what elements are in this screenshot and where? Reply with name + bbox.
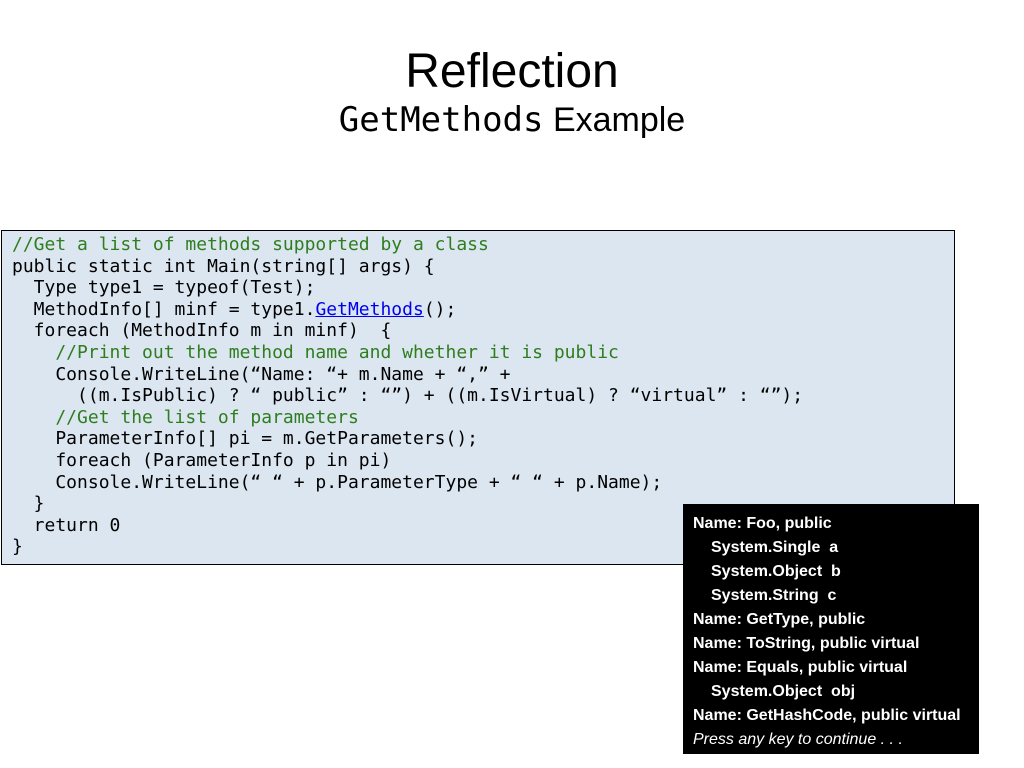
console-output: Name: Foo, public System.Single a System… (683, 504, 979, 754)
code-line: } (12, 493, 45, 515)
code-line: } (12, 536, 23, 558)
code-line: foreach (MethodInfo m in minf) { (12, 320, 392, 342)
output-line: System.Object b (711, 563, 841, 580)
slide-title: Reflection (405, 45, 619, 98)
code-line: Console.WriteLine(“ “ + p.ParameterType … (12, 471, 663, 493)
slide-subtitle: GetMethods Example (0, 100, 1024, 140)
subtitle-code: GetMethods (338, 100, 544, 140)
code-line: Console.WriteLine(“Name: “+ m.Name + “,”… (12, 363, 511, 385)
output-line: Name: GetType, public (693, 611, 866, 628)
code-line: foreach (ParameterInfo p in pi) (12, 449, 392, 471)
code-line-comment: //Print out the method name and whether … (12, 341, 619, 363)
code-block: //Get a list of methods supported by a c… (1, 230, 955, 565)
output-line: Name: Foo, public (693, 515, 832, 532)
subtitle-text: Example (552, 101, 686, 139)
code-line: MethodInfo[] minf = type1.GetMethods(); (12, 299, 954, 321)
code-line-suffix: (); (423, 298, 457, 320)
code-line: Type type1 = typeof(Test); (12, 277, 316, 299)
output-line: System.Single a (711, 539, 839, 556)
code-line: ((m.IsPublic) ? “ public” : “”) + ((m.Is… (12, 385, 804, 407)
code-line-comment: //Get the list of parameters (12, 406, 359, 428)
code-line: return 0 (12, 514, 121, 536)
output-line: System.Object obj (711, 683, 856, 700)
output-line: Name: ToString, public virtual (693, 635, 920, 652)
code-line-comment: //Get a list of methods supported by a c… (12, 234, 489, 255)
output-line: Name: GetHashCode, public virtual (693, 707, 961, 724)
code-line: ParameterInfo[] pi = m.GetParameters(); (12, 428, 478, 450)
output-prompt-line: Press any key to continue . . . (693, 731, 903, 748)
output-line: Name: Equals, public virtual (693, 659, 908, 676)
code-line-prefix: MethodInfo[] minf = type1. (12, 298, 316, 320)
title-block: Reflection GetMethods Example (0, 44, 1024, 140)
output-line: System.String c (711, 587, 837, 604)
code-line: public static int Main(string[] args) { (12, 255, 435, 277)
getmethods-link[interactable]: GetMethods (315, 298, 424, 320)
